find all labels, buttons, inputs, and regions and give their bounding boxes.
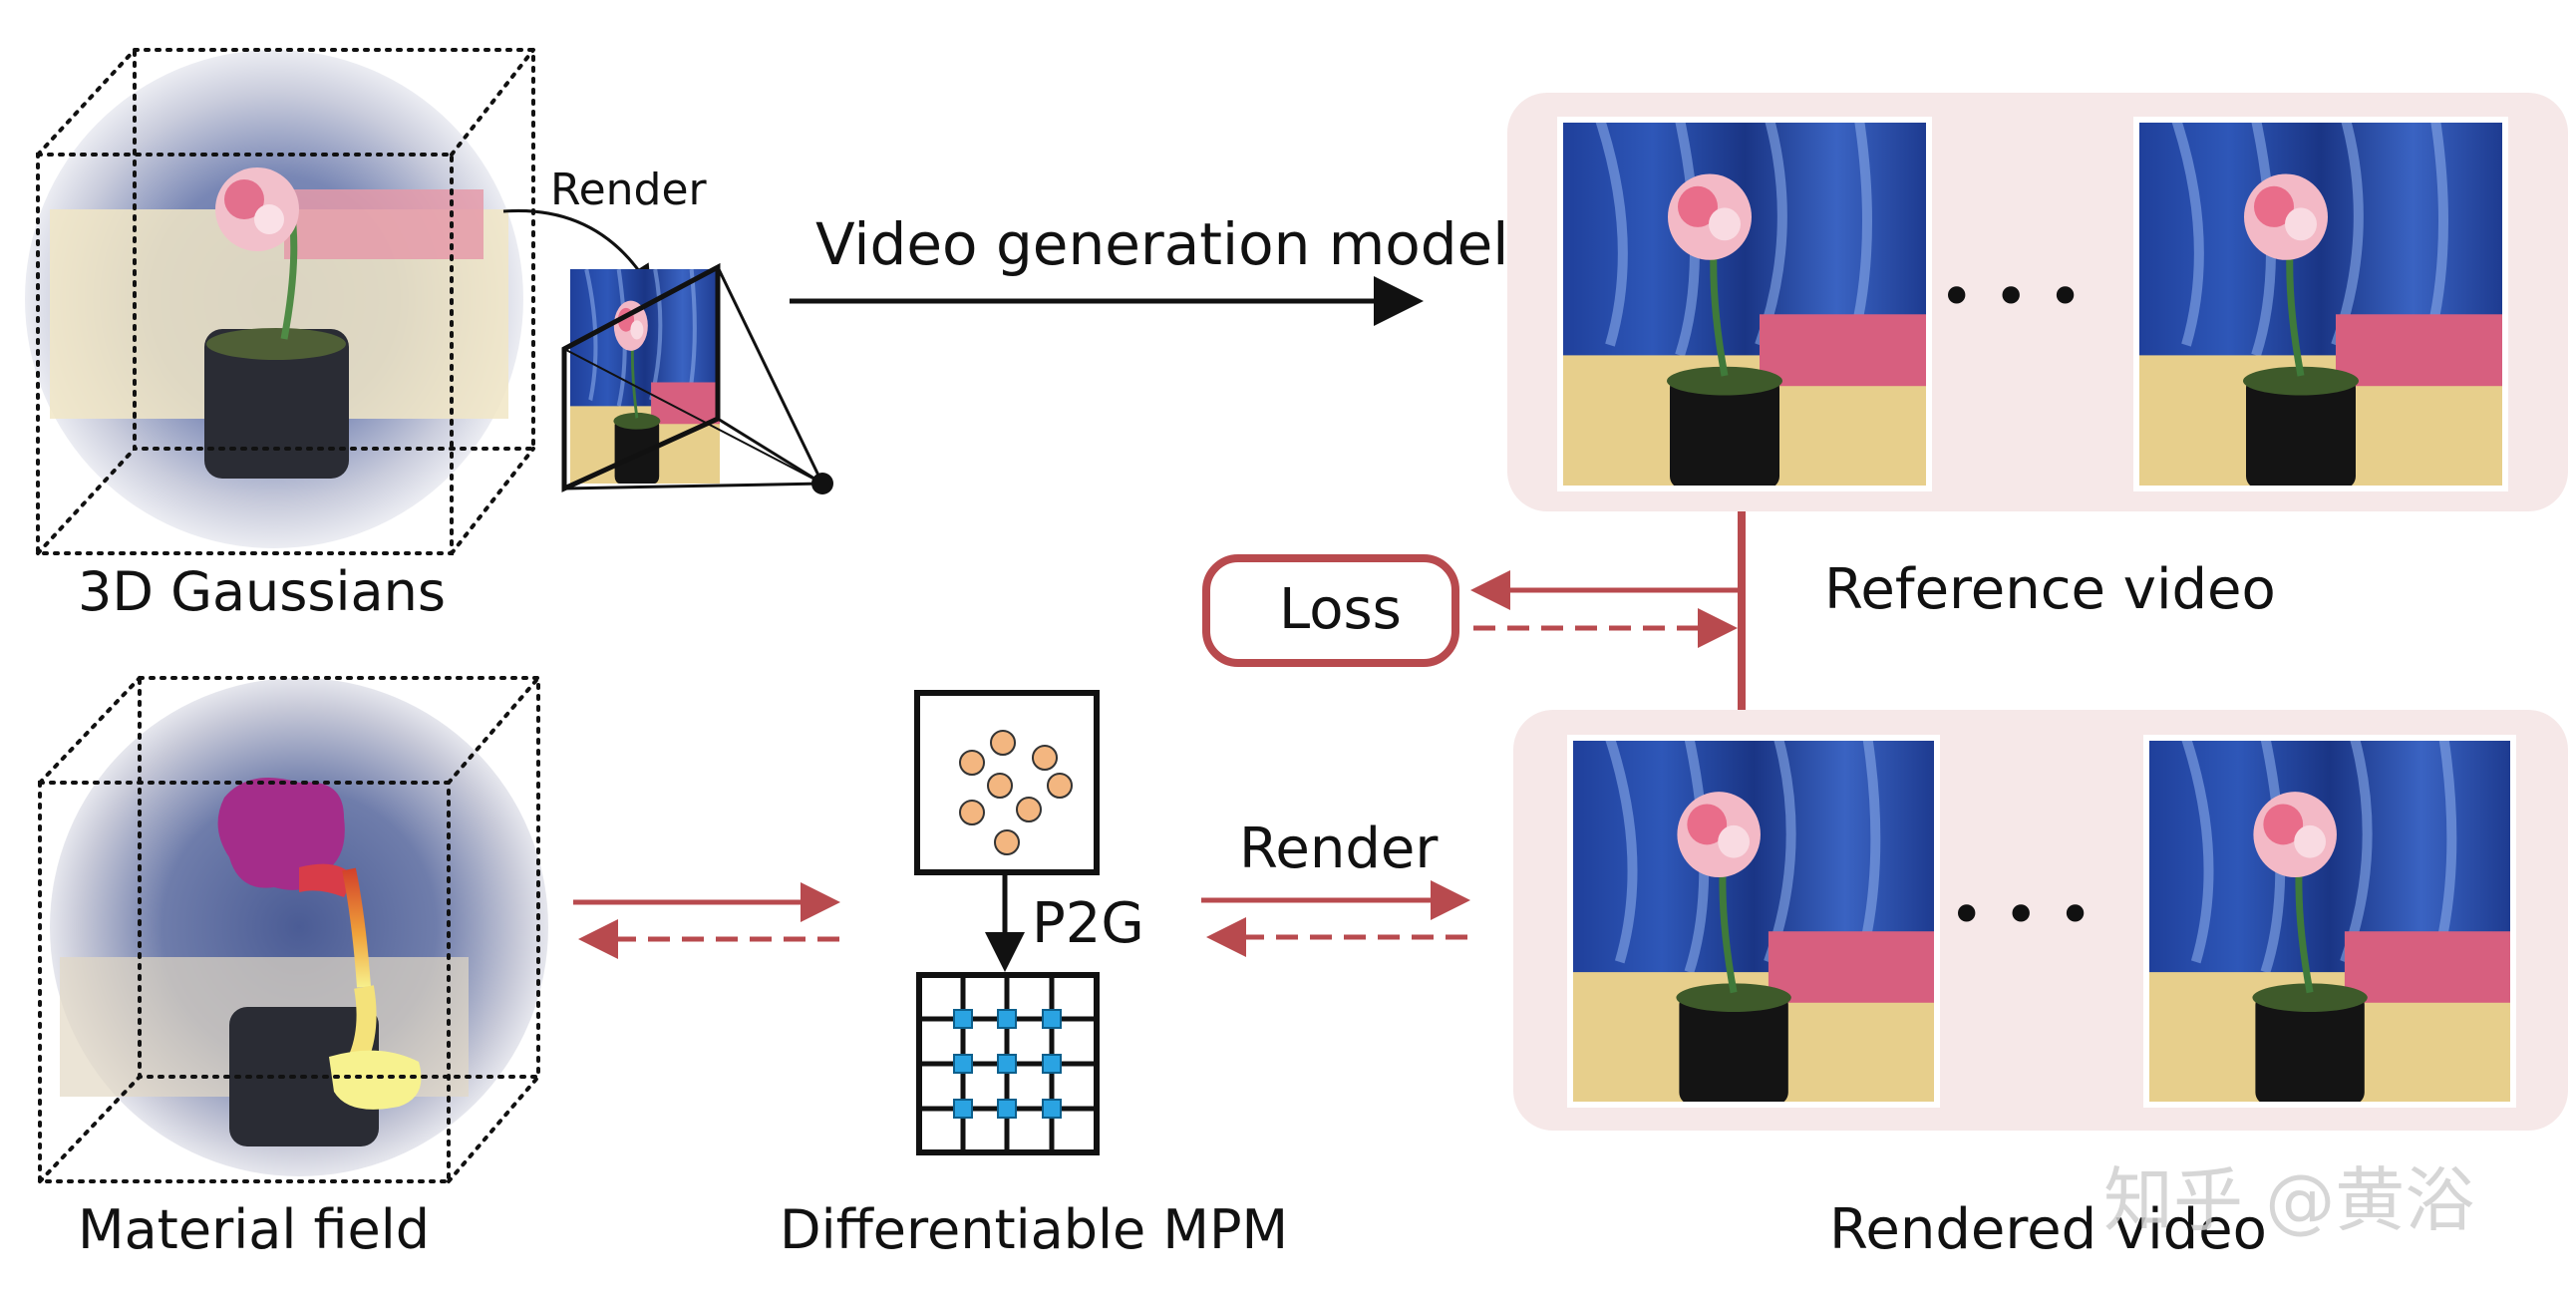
render-bottom-label: Render: [1239, 816, 1439, 881]
reference-frame-first: [1557, 117, 1932, 491]
gaussians-label: 3D Gaussians: [78, 560, 446, 623]
rendered-ellipsis: • • •: [1949, 880, 2093, 950]
rendered-frame-first: [1567, 735, 1940, 1108]
material-field-volume: [38, 676, 548, 1183]
particles-box: [914, 690, 1100, 875]
reference-frame-last: [2133, 117, 2508, 491]
rendered-video-label: Rendered video: [1829, 1197, 2267, 1262]
camera-center-dot: [811, 473, 833, 494]
loss-label: Loss: [1279, 577, 1402, 642]
material-field-label: Material field: [78, 1198, 430, 1261]
watermark: 知乎 @黄浴: [2103, 1159, 2474, 1241]
render-curve-arrow: [502, 208, 652, 290]
gaussians-volume: [25, 48, 535, 555]
camera-frustum: [561, 262, 833, 494]
mpm-label: Differentiable MPM: [780, 1198, 1288, 1261]
grid-box: [916, 972, 1100, 1155]
loss-box: [1202, 554, 1459, 667]
video-model-label: Video generation model: [815, 210, 1508, 278]
render-top-label: Render: [550, 164, 708, 215]
rendered-frame-last: [2143, 735, 2516, 1108]
reference-video-label: Reference video: [1824, 557, 2276, 622]
reference-ellipsis: • • •: [1939, 262, 2083, 332]
p2g-label: P2G: [1032, 891, 1144, 956]
